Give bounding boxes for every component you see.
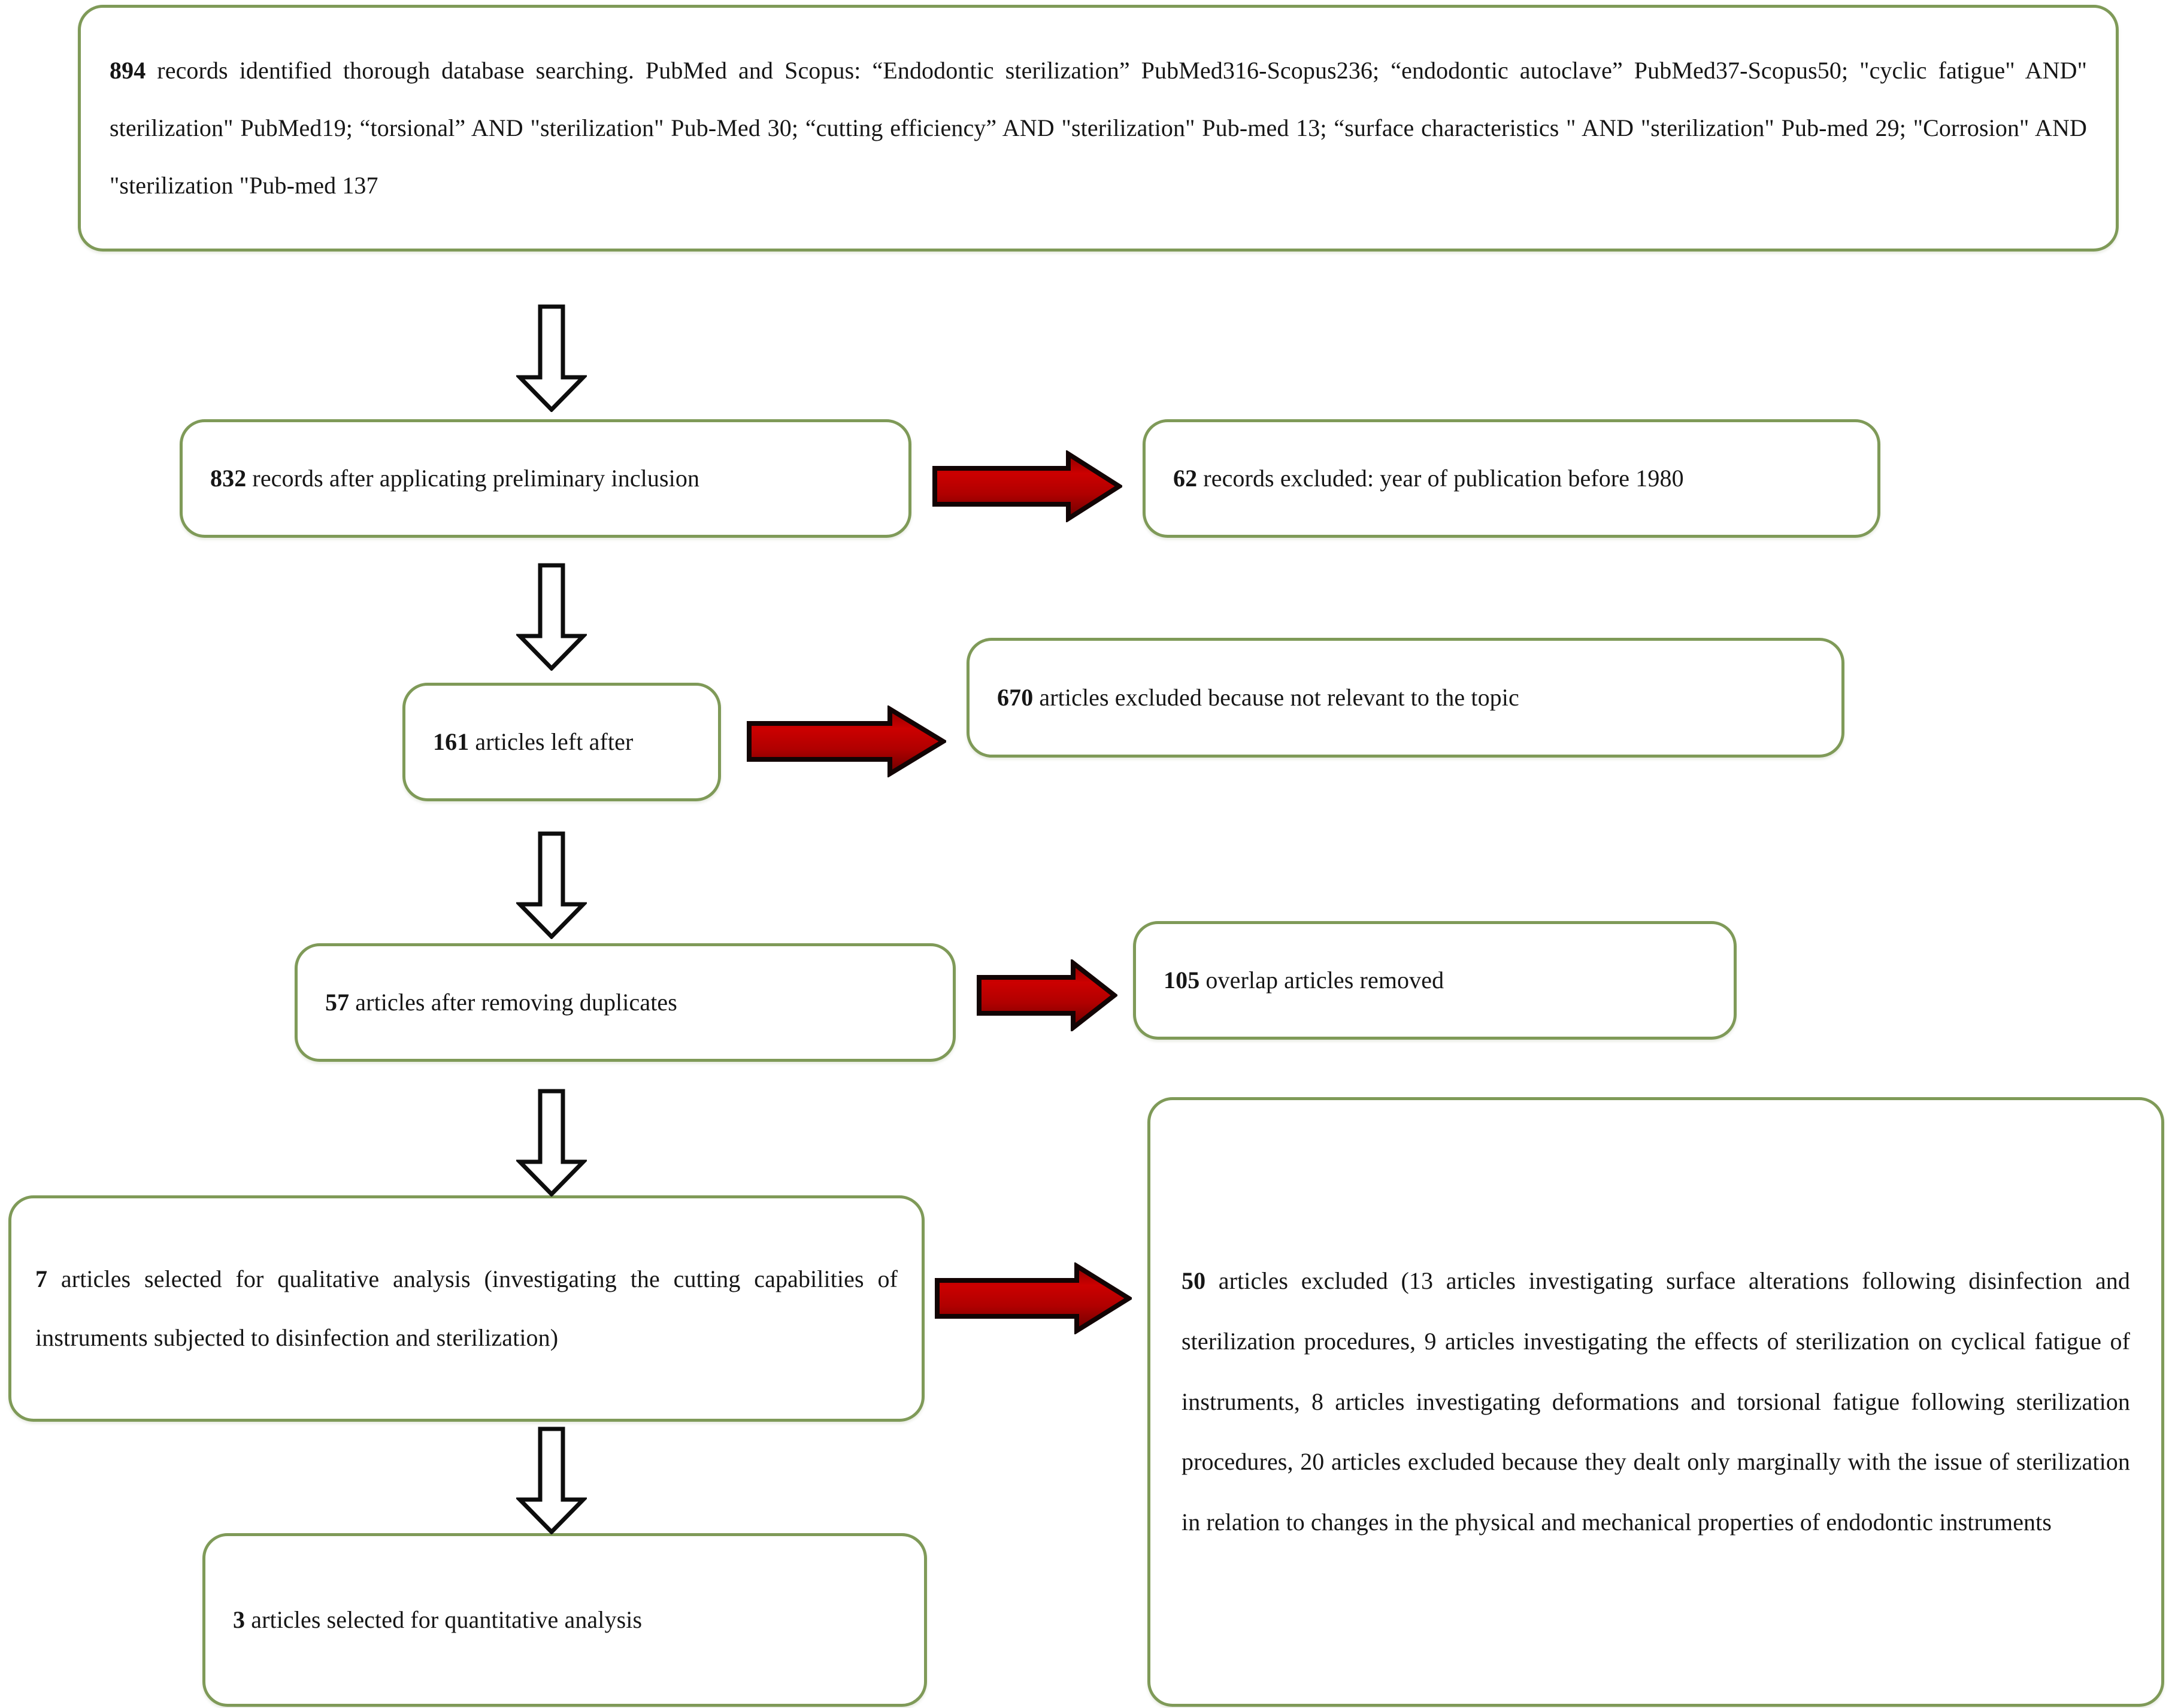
- node-articles-left-after-text: 161 articles left after: [433, 728, 634, 755]
- node-articles-qualitative-analysis-text: 7 articles selected for qualitative anal…: [35, 1265, 898, 1351]
- node-articles-excluded-not-relevant-text: 670 articles excluded because not releva…: [997, 684, 1519, 711]
- down-arrow-161-to-57: [516, 831, 587, 939]
- down-arrow-7-to-3: [516, 1427, 587, 1534]
- node-overlap-articles-removed: 105 overlap articles removed: [1133, 921, 1737, 1040]
- node-articles-excluded-detailed: 50 articles excluded (13 articles invest…: [1147, 1097, 2164, 1707]
- right-arrow-832-to-62: [932, 450, 1122, 522]
- node-records-identified: 894 records identified thorough database…: [78, 5, 2119, 252]
- right-arrow-7-to-50: [934, 1262, 1132, 1334]
- right-arrow-161-to-670: [746, 705, 946, 777]
- right-arrow-57-to-105: [976, 959, 1117, 1031]
- node-records-excluded-year: 62 records excluded: year of publication…: [1143, 419, 1880, 538]
- down-arrow-identified-to-832: [516, 304, 587, 412]
- node-records-after-preliminary-inclusion: 832 records after applicating preliminar…: [180, 419, 911, 538]
- node-overlap-articles-removed-text: 105 overlap articles removed: [1164, 967, 1444, 994]
- down-arrow-832-to-161: [516, 563, 587, 671]
- node-articles-left-after: 161 articles left after: [402, 683, 721, 801]
- node-articles-after-removing-duplicates: 57 articles after removing duplicates: [295, 943, 956, 1062]
- node-articles-after-removing-duplicates-text: 57 articles after removing duplicates: [325, 989, 677, 1016]
- node-records-identified-text: 894 records identified thorough database…: [110, 57, 2087, 199]
- node-articles-excluded-detailed-text: 50 articles excluded (13 articles invest…: [1182, 1267, 2130, 1536]
- node-articles-qualitative-analysis: 7 articles selected for qualitative anal…: [8, 1195, 925, 1422]
- node-articles-excluded-not-relevant: 670 articles excluded because not releva…: [967, 638, 1844, 758]
- node-records-after-preliminary-inclusion-text: 832 records after applicating preliminar…: [210, 465, 700, 492]
- down-arrow-57-to-7: [516, 1089, 587, 1197]
- node-articles-quantitative-analysis: 3 articles selected for quantitative ana…: [202, 1533, 927, 1707]
- node-records-excluded-year-text: 62 records excluded: year of publication…: [1173, 465, 1684, 492]
- node-articles-quantitative-analysis-text: 3 articles selected for quantitative ana…: [233, 1606, 643, 1633]
